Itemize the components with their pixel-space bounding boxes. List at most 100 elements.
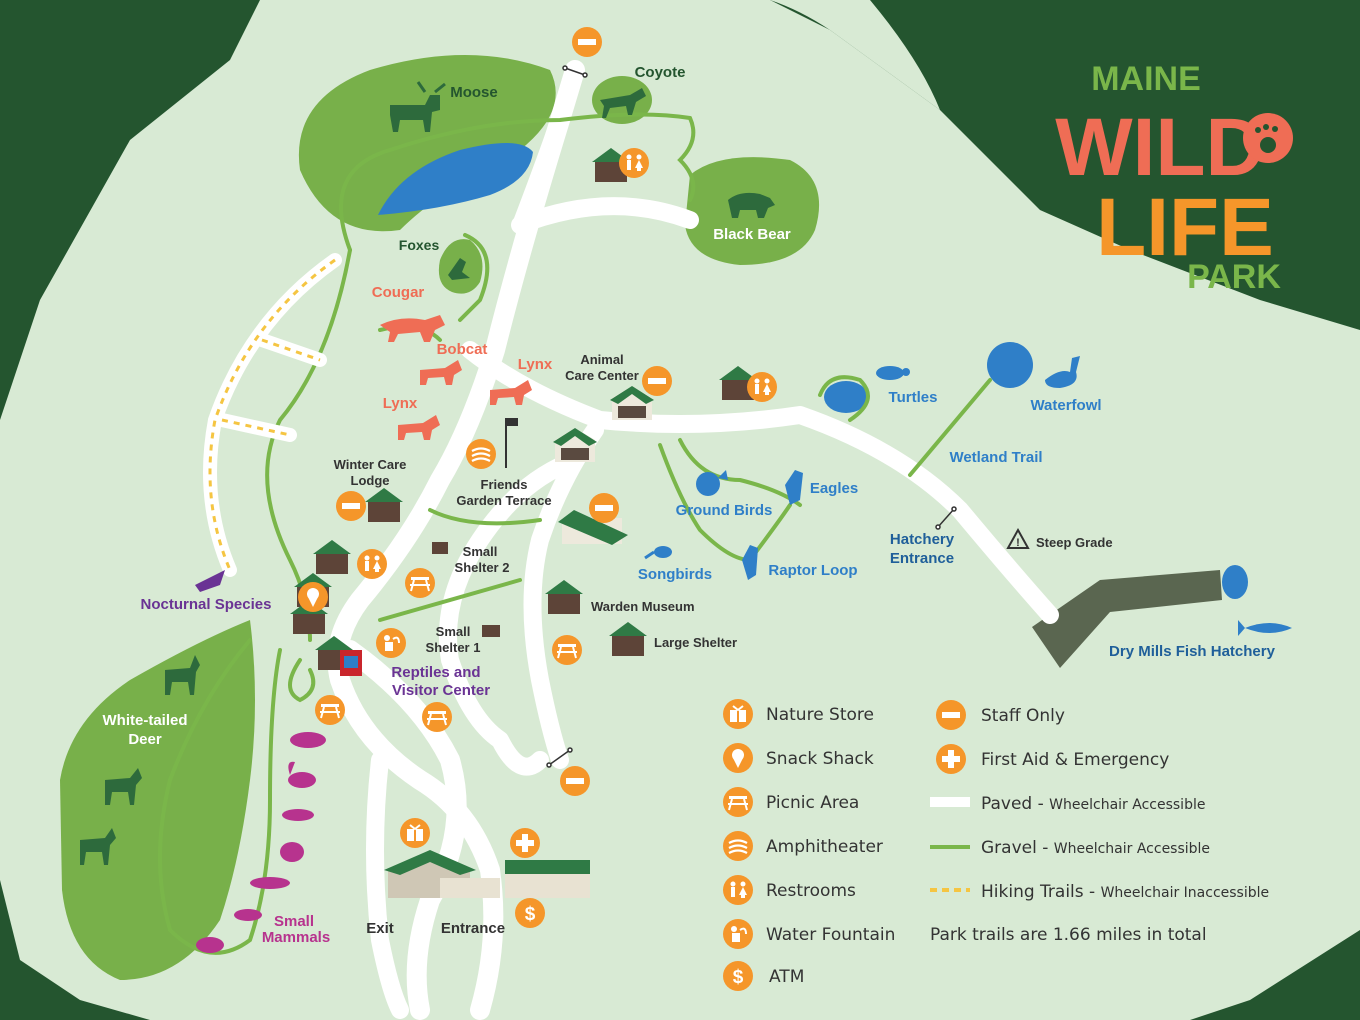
turtle-icon xyxy=(876,366,910,380)
label-moose: Moose xyxy=(450,84,498,101)
legend-water-fountain-icon xyxy=(722,918,754,950)
label-black-bear: Black Bear xyxy=(713,226,791,243)
label-small-mammals-2: Mammals xyxy=(262,929,330,946)
label-garden-2: Garden Terrace xyxy=(456,493,551,508)
legend-snack-shack: Snack Shack xyxy=(766,749,874,769)
small-shelter-1-building xyxy=(482,625,500,637)
flag-pole xyxy=(505,418,518,468)
restroom-icon xyxy=(357,549,387,579)
skunk-icon xyxy=(288,761,316,788)
cougar-icon xyxy=(380,315,445,342)
label-hatchery-entrance-1: Hatchery xyxy=(890,531,955,548)
legend-restrooms: Restrooms xyxy=(766,881,856,901)
waterfowl-pond xyxy=(987,342,1033,388)
label-foxes: Foxes xyxy=(399,237,440,253)
label-waterfowl: Waterfowl xyxy=(1030,397,1101,414)
legend-minus-icon xyxy=(936,700,966,730)
legend-plus-icon xyxy=(936,744,966,774)
legend-picnic-area: Picnic Area xyxy=(766,793,859,813)
staff-only-icon xyxy=(336,491,366,521)
label-warden-museum: Warden Museum xyxy=(591,599,695,614)
visitor-center-building xyxy=(384,850,590,898)
picnic-table-icon xyxy=(404,567,436,599)
label-lynx-2: Lynx xyxy=(383,395,418,412)
staff-only-icon xyxy=(572,27,602,57)
label-garden-1: Friends xyxy=(481,477,528,492)
park-grounds-top xyxy=(240,0,940,110)
label-nocturnal: Nocturnal Species xyxy=(141,596,272,613)
picnic-table-icon xyxy=(314,694,346,726)
logo-park: PARK xyxy=(1187,258,1281,296)
logo-life: LIFE xyxy=(1096,182,1274,273)
legend-atm-icon xyxy=(723,961,753,991)
bear-icon xyxy=(728,192,775,218)
otter-icon xyxy=(282,809,314,821)
amphitheater-icon xyxy=(464,437,498,471)
atm-icon xyxy=(515,898,545,928)
label-animal-care-2: Care Center xyxy=(565,368,639,383)
water-fountain-icon xyxy=(375,627,407,659)
lynx-icon-2 xyxy=(398,415,440,440)
restroom-icon xyxy=(747,372,777,402)
label-turtles: Turtles xyxy=(889,389,938,406)
picnic-table-icon xyxy=(421,701,453,733)
gates xyxy=(546,65,957,768)
park-logo: MAINE WILD LIFE PARK xyxy=(1055,60,1293,296)
label-reptiles-2: Visitor Center xyxy=(392,682,490,699)
owl-icon xyxy=(195,570,225,592)
hiking-trail-dashes xyxy=(208,258,336,571)
legend-gravel: Gravel - Wheelchair Accessible xyxy=(981,838,1210,858)
raptor-icon xyxy=(742,545,758,580)
first-aid-icon xyxy=(510,828,540,858)
label-bobcat: Bobcat xyxy=(437,341,488,358)
legend-nature-store: Nature Store xyxy=(766,705,874,725)
label-animal-care-1: Animal xyxy=(580,352,623,367)
eagle-icon xyxy=(785,470,803,505)
svg-text:!: ! xyxy=(1016,537,1020,549)
garden-shed xyxy=(558,510,628,545)
porcupine-icon xyxy=(290,732,326,748)
legend: Nature Store Snack Shack Picnic Area Amp… xyxy=(721,698,1269,991)
fish-icon xyxy=(1238,620,1292,636)
legend-first-aid: First Aid & Emergency xyxy=(981,750,1169,770)
deer-icon-3 xyxy=(80,828,116,865)
bobcat-icon xyxy=(420,360,462,385)
raccoon-icon xyxy=(196,937,224,953)
paved-paths xyxy=(327,60,1059,1020)
picnic-table-icon xyxy=(551,634,583,666)
label-large-shelter: Large Shelter xyxy=(654,635,737,650)
legend-hiking: Hiking Trails - Wheelchair Inaccessible xyxy=(981,882,1269,902)
legend-trail-length-note: Park trails are 1.66 miles in total xyxy=(930,925,1207,945)
label-entrance: Entrance xyxy=(441,920,505,937)
legend-ice-cream-icon xyxy=(723,743,753,773)
label-reptiles-1: Reptiles and xyxy=(391,664,480,681)
legend-gravel-swatch xyxy=(930,845,970,849)
label-exit: Exit xyxy=(366,920,394,937)
moose-pond xyxy=(378,142,533,215)
moose-enclosure xyxy=(298,55,556,232)
label-eagles: Eagles xyxy=(810,480,858,497)
legend-gift-icon xyxy=(722,698,754,730)
label-cougar: Cougar xyxy=(372,284,425,301)
label-small-shelter-1a: Small xyxy=(436,624,471,639)
mink-icon xyxy=(234,909,262,921)
legend-staff-only: Staff Only xyxy=(981,706,1065,726)
reptile-center-sign xyxy=(340,650,362,676)
label-lynx-1: Lynx xyxy=(518,356,553,373)
paw-print-icon xyxy=(1243,113,1293,163)
staff-only-icon xyxy=(642,366,672,396)
legend-picnic-table-icon xyxy=(722,786,754,818)
legend-atm: ATM xyxy=(769,967,804,987)
steep-grade-icon: ! xyxy=(1006,527,1030,549)
label-hatchery-entrance-2: Entrance xyxy=(890,550,954,567)
weasel-icon xyxy=(250,877,290,889)
label-winter-care-2: Lodge xyxy=(351,473,390,488)
lynx-icon-1 xyxy=(490,380,532,405)
gift-icon xyxy=(399,817,431,849)
logo-wild: WILD xyxy=(1055,102,1264,193)
legend-paved-swatch xyxy=(930,797,970,807)
small-shelter-2-building xyxy=(432,542,448,554)
duck-icon xyxy=(1045,356,1080,388)
